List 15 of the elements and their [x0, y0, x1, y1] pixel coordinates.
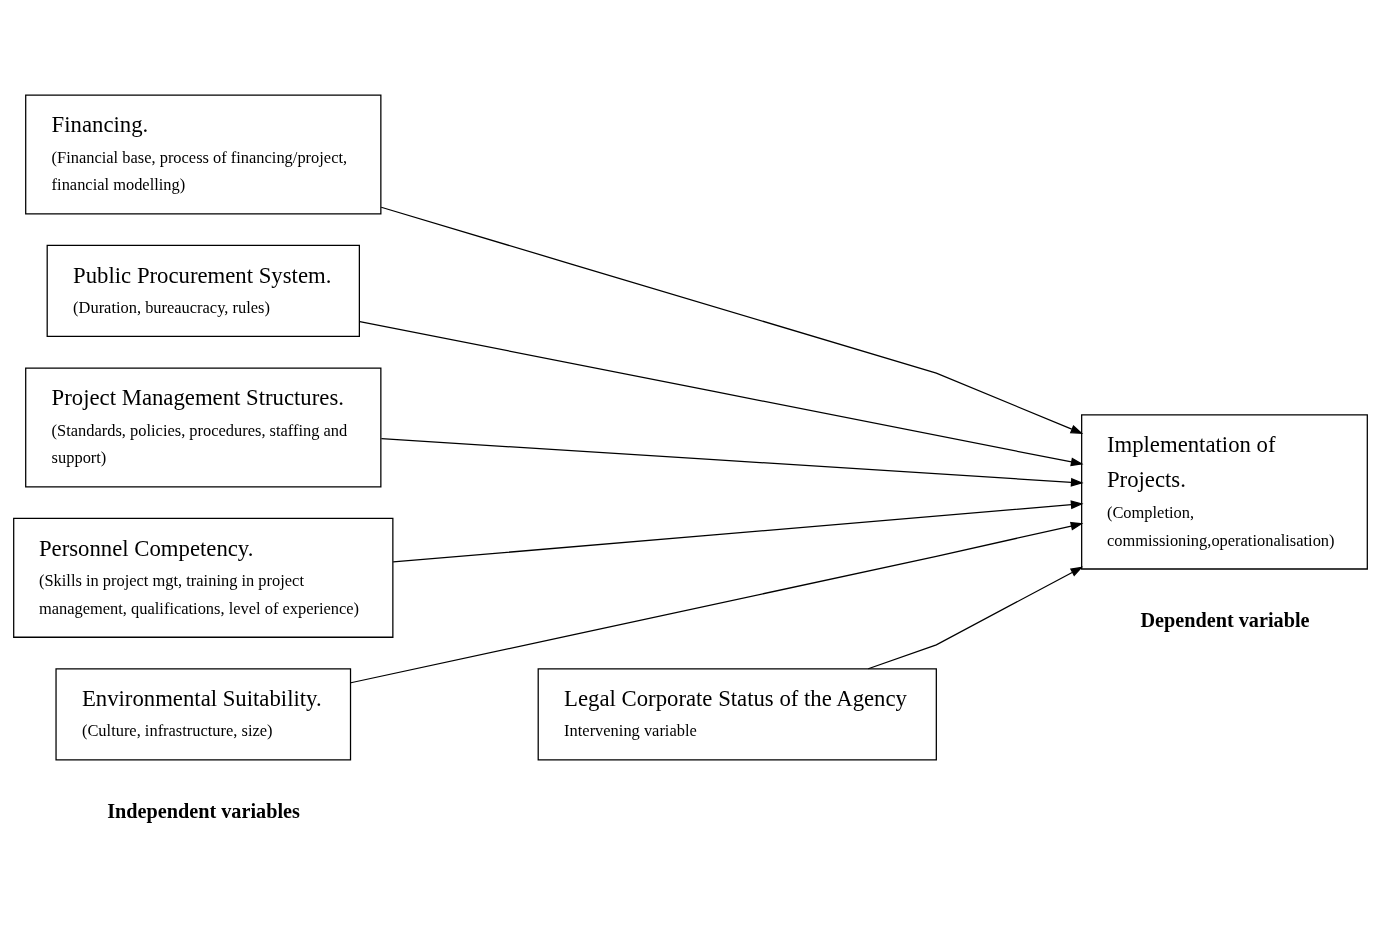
node-box: Environmental Suitability. (Culture, infrastructure, size) — [55, 667, 352, 760]
arrow — [380, 206, 1084, 434]
arrow — [350, 521, 1084, 683]
node-box: Personnel Competency. (Skills in project mgt, training in project management, qualifications, level of experience) — [13, 517, 394, 638]
label: Independent variables — [107, 799, 300, 822]
arrow — [359, 320, 1084, 466]
node-box: Implementation of Projects. (Completion, commissioning,operationalisation) — [1081, 413, 1368, 570]
node-box: Project Management Structures. (Standards, policies, procedures, staffing and support) — [25, 366, 382, 487]
node-box: Public Procurement System. (Duration, bureaucracy, rules) — [46, 244, 360, 337]
arrow — [867, 566, 1084, 669]
arrow — [392, 499, 1084, 563]
node-box: Financing. (Financial base, process of financing/project, financial modelling) — [25, 93, 382, 214]
node-box: Legal Corporate Status of the Agency Intervening variable — [537, 667, 937, 760]
arrow — [380, 437, 1084, 487]
label: Dependent variable — [1140, 608, 1310, 631]
